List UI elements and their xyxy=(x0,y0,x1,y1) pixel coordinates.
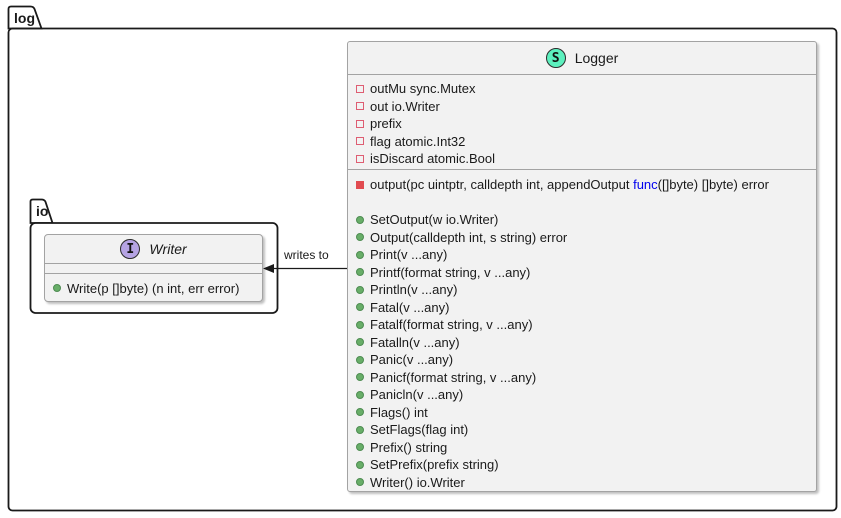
method-row: Flags() int xyxy=(348,404,816,422)
method-label: Writer() io.Writer xyxy=(370,474,465,490)
private-method-icon xyxy=(356,180,364,189)
method-label: Flags() int xyxy=(370,404,428,420)
field-row: isDiscard atomic.Bool xyxy=(348,150,816,168)
method-label: Output(calldepth int, s string) error xyxy=(370,229,568,245)
method-label: Panicf(format string, v ...any) xyxy=(370,369,537,385)
public-method-icon xyxy=(53,284,61,292)
method-label: Fatalf(format string, v ...any) xyxy=(370,317,533,333)
method-label: Println(v ...any) xyxy=(370,282,458,298)
logger-methods-section: output(pc uintptr, calldepth int, append… xyxy=(348,170,816,491)
method-label: SetOutput(w io.Writer) xyxy=(370,212,499,228)
writer-fields-section-empty xyxy=(45,264,262,274)
writer-node-header: I Writer xyxy=(45,235,262,264)
method-label: Fatal(v ...any) xyxy=(370,299,450,315)
method-row: SetFlags(flag int) xyxy=(348,421,816,439)
field-row: flag atomic.Int32 xyxy=(348,133,816,151)
public-method-icon xyxy=(356,215,364,224)
private-field-icon xyxy=(356,102,364,111)
field-label: flag atomic.Int32 xyxy=(370,133,466,149)
method-row: Write(p []byte) (n int, err error) xyxy=(45,274,262,302)
methods-spacer xyxy=(348,194,816,212)
method-label: Print(v ...any) xyxy=(370,247,448,263)
private-field-icon xyxy=(356,84,364,93)
public-method-icon xyxy=(356,408,364,417)
method-label: Panic(v ...any) xyxy=(370,352,454,368)
log-package-body[interactable] xyxy=(7,27,838,512)
public-method-icon xyxy=(356,390,364,399)
method-label: Printf(format string, v ...any) xyxy=(370,264,531,280)
writer-node-title: Writer xyxy=(149,241,187,257)
field-label: out io.Writer xyxy=(370,98,440,114)
method-label: Fatalln(v ...any) xyxy=(370,334,460,350)
public-method-icon xyxy=(356,460,364,469)
method-row: Panicf(format string, v ...any) xyxy=(348,369,816,387)
public-method-icon xyxy=(356,268,364,277)
method-row: Panic(v ...any) xyxy=(348,351,816,369)
struct-badge-icon: S xyxy=(545,48,566,68)
method-row: Fatalf(format string, v ...any) xyxy=(348,316,816,334)
method-row: Printf(format string, v ...any) xyxy=(348,264,816,282)
field-row: prefix xyxy=(348,115,816,133)
method-row: SetOutput(w io.Writer) xyxy=(348,211,816,229)
private-method-row: output(pc uintptr, calldepth int, append… xyxy=(348,176,816,194)
logger-node-title: Logger xyxy=(574,50,619,66)
field-label: prefix xyxy=(370,116,402,132)
logger-fields-section: outMu sync.Mutex out io.Writer prefix fl… xyxy=(348,75,816,170)
public-method-icon xyxy=(356,250,364,259)
public-method-icon xyxy=(356,233,364,242)
writes-to-edge[interactable] xyxy=(263,264,348,273)
interface-badge-icon: I xyxy=(120,239,141,259)
method-label: Write(p []byte) (n int, err error) xyxy=(67,280,240,296)
public-method-icon xyxy=(356,425,364,434)
method-row: Prefix() string xyxy=(348,439,816,457)
method-row: Panicln(v ...any) xyxy=(348,386,816,404)
field-label: isDiscard atomic.Bool xyxy=(370,151,495,167)
log-package-tab[interactable] xyxy=(7,5,43,30)
method-row: Output(calldepth int, s string) error xyxy=(348,229,816,247)
field-row: out io.Writer xyxy=(348,98,816,116)
private-field-icon xyxy=(356,154,364,163)
method-row: Fatalln(v ...any) xyxy=(348,334,816,352)
private-field-icon xyxy=(356,137,364,146)
field-label: outMu sync.Mutex xyxy=(370,81,476,97)
public-method-icon xyxy=(356,478,364,487)
method-label: Prefix() string xyxy=(370,439,448,455)
private-field-icon xyxy=(356,119,364,128)
public-method-icon xyxy=(356,338,364,347)
method-row: Println(v ...any) xyxy=(348,281,816,299)
field-row: outMu sync.Mutex xyxy=(348,80,816,98)
writes-to-edge-label: writes to xyxy=(283,248,330,262)
method-label: SetFlags(flag int) xyxy=(370,422,469,438)
method-row: Fatal(v ...any) xyxy=(348,299,816,317)
func-keyword: func xyxy=(633,177,658,193)
method-row: Print(v ...any) xyxy=(348,246,816,264)
method-row: SetPrefix(prefix string) xyxy=(348,456,816,474)
method-row: Writer() io.Writer xyxy=(348,474,816,492)
logger-node-header: S Logger xyxy=(348,42,816,75)
writer-interface-node[interactable]: I Writer Write(p []byte) (n int, err err… xyxy=(44,234,263,302)
public-method-icon xyxy=(356,443,364,452)
arrowhead-icon xyxy=(263,264,274,273)
method-label: SetPrefix(prefix string) xyxy=(370,457,499,473)
public-method-icon xyxy=(356,285,364,294)
io-package-label[interactable]: io xyxy=(36,203,49,219)
method-label: output(pc uintptr, calldepth int, append… xyxy=(370,177,769,193)
public-method-icon xyxy=(356,320,364,329)
method-label: Panicln(v ...any) xyxy=(370,387,464,403)
public-method-icon xyxy=(356,303,364,312)
logger-struct-node[interactable]: S Logger outMu sync.Mutex out io.Writer … xyxy=(347,41,817,492)
public-method-icon xyxy=(356,355,364,364)
log-package-label[interactable]: log xyxy=(14,10,35,26)
public-method-icon xyxy=(356,373,364,382)
io-package-tab[interactable] xyxy=(29,198,54,224)
